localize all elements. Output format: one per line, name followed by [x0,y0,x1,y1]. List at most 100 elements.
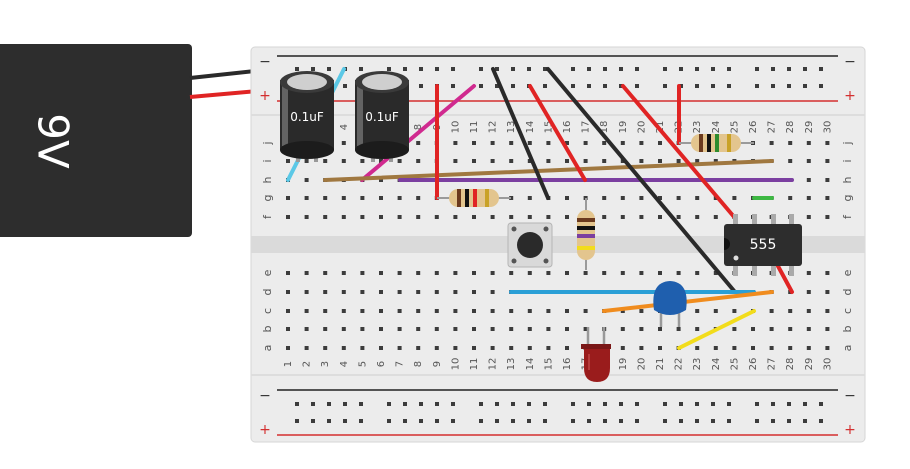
breadboard-hole[interactable] [603,84,607,88]
breadboard-hole[interactable] [711,419,715,423]
wire-magenta[interactable] [360,84,476,182]
breadboard-hole[interactable] [490,309,495,313]
resistor-top-right[interactable] [679,134,754,152]
breadboard-hole[interactable] [695,159,700,163]
breadboard-hole[interactable] [565,196,569,200]
breadboard-hole[interactable] [602,141,607,145]
breadboard-hole[interactable] [676,215,681,219]
breadboard-hole[interactable] [323,215,328,219]
breadboard-hole[interactable] [286,271,290,275]
breadboard-hole[interactable] [495,419,499,423]
breadboard-hole[interactable] [387,402,391,406]
breadboard-hole[interactable] [419,84,423,88]
breadboard-hole[interactable] [495,402,499,406]
breadboard-hole[interactable] [286,346,290,350]
breadboard-hole[interactable] [603,67,607,71]
breadboard-hole[interactable] [639,271,644,275]
breadboard-hole[interactable] [565,141,569,145]
breadboard-hole[interactable] [359,67,363,71]
breadboard-hole[interactable] [511,419,515,423]
breadboard-hole[interactable] [663,419,667,423]
breadboard-hole[interactable] [416,271,421,275]
breadboard-hole[interactable] [806,346,811,350]
breadboard-hole[interactable] [732,196,737,200]
breadboard-hole[interactable] [453,271,458,275]
breadboard-hole[interactable] [416,141,421,145]
breadboard-hole[interactable] [360,309,365,313]
breadboard-hole[interactable] [435,402,439,406]
breadboard-hole[interactable] [341,215,346,219]
breadboard-hole[interactable] [788,159,793,163]
breadboard-hole[interactable] [676,196,681,200]
breadboard-hole[interactable] [620,309,625,313]
breadboard-hole[interactable] [639,309,644,313]
breadboard-hole[interactable] [509,196,514,200]
breadboard-hole[interactable] [341,309,346,313]
breadboard-hole[interactable] [304,178,309,182]
wire-yellow[interactable] [677,309,756,350]
breadboard-hole[interactable] [825,271,830,275]
breadboard-hole[interactable] [509,215,514,219]
breadboard-hole[interactable] [360,346,365,350]
breadboard-hole[interactable] [583,159,588,163]
breadboard-hole[interactable] [360,290,365,294]
breadboard-hole[interactable] [571,402,575,406]
breadboard-hole[interactable] [727,402,731,406]
breadboard-hole[interactable] [658,196,662,200]
breadboard-hole[interactable] [451,419,455,423]
breadboard-hole[interactable] [509,141,514,145]
breadboard-hole[interactable] [360,159,365,163]
breadboard-hole[interactable] [397,196,402,200]
breadboard-hole[interactable] [472,215,476,219]
breadboard-hole[interactable] [755,419,759,423]
breadboard-hole[interactable] [387,419,391,423]
breadboard-hole[interactable] [806,159,811,163]
breadboard-hole[interactable] [619,419,623,423]
breadboard-hole[interactable] [311,402,315,406]
breadboard-hole[interactable] [620,327,625,331]
breadboard-hole[interactable] [571,84,575,88]
breadboard-hole[interactable] [769,327,774,331]
breadboard-hole[interactable] [546,141,551,145]
breadboard-hole[interactable] [434,309,439,313]
breadboard-hole[interactable] [451,84,455,88]
breadboard-hole[interactable] [311,419,315,423]
breadboard-hole[interactable] [565,327,569,331]
breadboard-hole[interactable] [587,84,591,88]
breadboard-hole[interactable] [509,271,514,275]
breadboard-hole[interactable] [453,159,458,163]
breadboard-hole[interactable] [565,271,569,275]
breadboard-hole[interactable] [732,309,737,313]
breadboard-hole[interactable] [663,84,667,88]
breadboard-hole[interactable] [451,67,455,71]
breadboard-hole[interactable] [435,419,439,423]
breadboard-hole[interactable] [341,271,346,275]
breadboard-hole[interactable] [472,327,476,331]
breadboard-hole[interactable] [341,196,346,200]
breadboard-hole[interactable] [379,290,383,294]
breadboard-hole[interactable] [379,215,383,219]
breadboard-hole[interactable] [286,290,290,294]
breadboard-hole[interactable] [635,67,639,71]
breadboard-hole[interactable] [495,84,499,88]
breadboard-hole[interactable] [360,271,365,275]
breadboard-hole[interactable] [304,196,309,200]
breadboard-hole[interactable] [825,215,830,219]
breadboard-hole[interactable] [511,402,515,406]
breadboard-hole[interactable] [602,196,607,200]
breadboard-hole[interactable] [527,402,531,406]
breadboard-hole[interactable] [565,346,569,350]
breadboard-hole[interactable] [787,84,791,88]
breadboard-hole[interactable] [546,215,551,219]
breadboard-hole[interactable] [663,67,667,71]
breadboard-hole[interactable] [787,67,791,71]
breadboard-hole[interactable] [603,419,607,423]
breadboard-hole[interactable] [527,346,532,350]
breadboard-hole[interactable] [416,327,421,331]
breadboard-hole[interactable] [806,290,811,294]
breadboard-hole[interactable] [727,419,731,423]
breadboard-hole[interactable] [397,215,402,219]
breadboard-hole[interactable] [751,346,755,350]
breadboard-hole[interactable] [806,309,811,313]
capacitor-2[interactable]: 0.1uF [355,71,409,162]
